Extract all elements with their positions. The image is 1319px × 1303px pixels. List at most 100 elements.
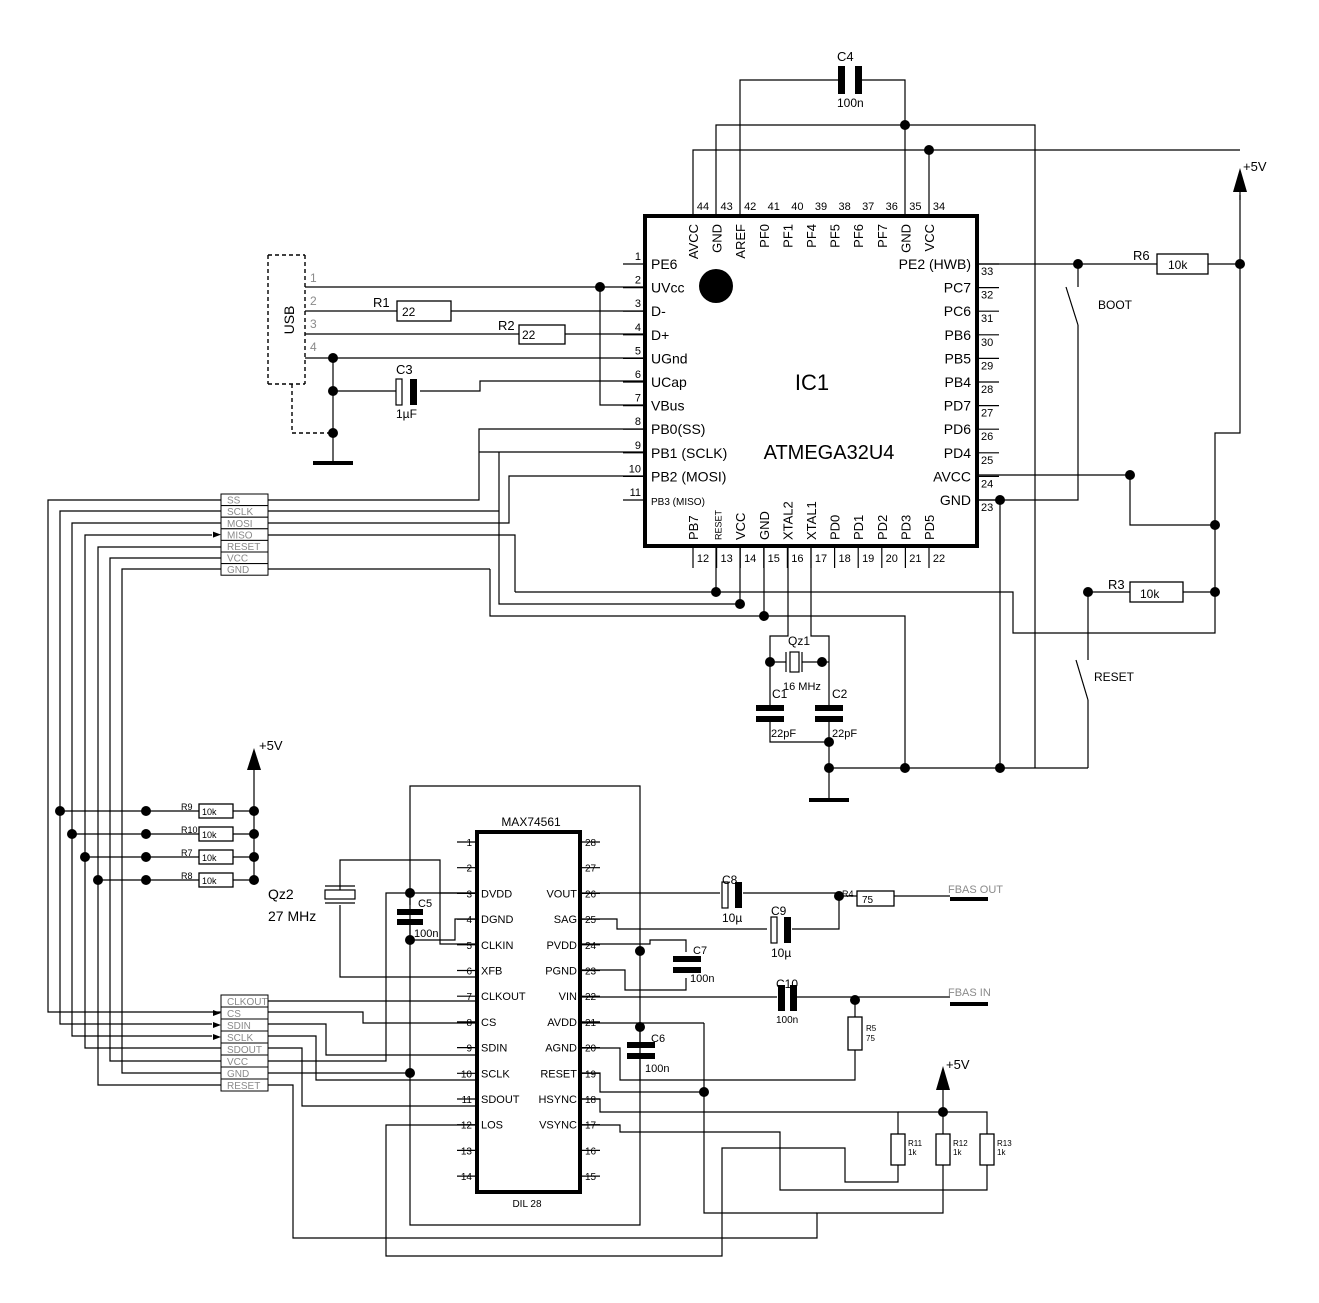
max-pin-name: DVDD [481,888,512,900]
ic1-pin-number: 14 [744,553,756,565]
max-pin-number: 4 [466,915,472,926]
ic1-pin-number: 8 [635,416,641,428]
usb-pin-3: 3 [310,317,317,331]
reset-label: RESET [1094,670,1135,684]
max-pin-number: 9 [466,1044,472,1055]
ic1-pin-number: 35 [909,201,921,213]
usb-label: USB [281,306,297,335]
r11-value: 1k [908,1148,917,1157]
ic1-pin-name: UCap [651,374,687,390]
r7-resistor [198,849,234,865]
ic1-pin-number: 11 [630,487,641,499]
max-pin-number: 20 [585,1044,597,1055]
c3-value: 1µF [396,407,417,421]
max-pin-name: DGND [481,914,513,926]
max-pin-number: 26 [585,889,597,900]
c6-ref: C6 [651,1033,665,1045]
max-pin-name: SAG [554,914,577,926]
connector-label: SCLK [227,507,253,518]
fbas-out-label: FBAS OUT [948,884,1003,896]
r4-value: 75 [862,895,874,906]
ic1-pin1-marker [699,269,733,303]
ic1-pin-name: GND [757,511,772,540]
c9-value: 10µ [771,946,791,960]
c5-ref: C5 [418,898,432,910]
c1-ref: C1 [772,687,788,701]
r6-ref: R6 [1133,248,1150,263]
c9-ref: C9 [771,904,787,918]
max-pin-number: 23 [585,967,597,978]
max-pin-number: 2 [466,864,472,875]
ic1-pin-name: XTAL2 [780,501,795,540]
ic1-pin-name: PF4 [804,224,819,248]
connector-arrow [213,1010,221,1016]
max-pin-name: SDIN [481,1043,507,1055]
qz2-crystal: Qz2 27 MHz [268,885,356,924]
r2-resistor: R2 22 [498,318,566,345]
ic1-pin-number: 7 [635,393,641,405]
usb-nets [305,282,645,465]
max-pin-name: CLKOUT [481,991,526,1003]
reset-switch: RESET [1075,659,1135,701]
c3-capacitor: C3 1µF [395,362,417,421]
ic1-pin-number: 4 [635,322,641,334]
connector-label: CS [227,1009,241,1020]
ic1-pin-name: PB3 (MISO) [651,497,705,508]
max-pin-name: HSYNC [538,1094,577,1106]
ic1-pin-name: PD5 [922,515,937,540]
max-pin-number: 24 [585,941,597,952]
ic1-pin-name: D- [651,303,666,319]
c4-value: 100n [837,96,864,110]
c8-capacitor: C8 10µ [721,873,742,925]
ic1-pin-number: 20 [886,553,898,565]
ic1-pin-name: PC7 [944,280,971,296]
connector-arrow [213,1022,221,1028]
connector-label: RESET [227,1081,260,1092]
max-pin-name: AGND [545,1043,577,1055]
max-pin-name: PGND [545,966,577,978]
max-pin-number: 17 [585,1121,597,1132]
connector-label: CLKOUT [227,997,268,1008]
ic1-name: IC1 [795,370,829,395]
qz1-value: 16 MHz [783,681,821,693]
connector-label: MOSI [227,519,253,530]
r7-ref: R7 [181,848,193,858]
ic1-pin-name: PE2 (HWB) [899,256,971,272]
max-pin-name: SDOUT [481,1094,520,1106]
c6-capacitor: C6 100n [627,1023,669,1080]
ic1-pin-name: UGnd [651,350,688,366]
usb-pin-4: 4 [310,340,317,354]
ic1-pin-number: 29 [981,360,993,372]
ic1-pin-name: XTAL1 [804,501,819,540]
p5v-bottom-label: +5V [946,1057,970,1072]
connector-label: SDIN [227,1021,251,1032]
ic1-pin-name: PD7 [944,398,971,414]
ic1-pin-name: PD1 [851,515,866,540]
connector-label: SDOUT [227,1045,262,1056]
r11-resistor: R11 1k [890,1133,923,1166]
ic1-pin-number: 30 [981,337,993,349]
ic1-pin-number: 23 [981,502,993,514]
ic1-pin-number: 1 [635,251,641,263]
ic1-pin-name: RESET [714,509,724,540]
ic1-pin-name: PB2 (MOSI) [651,468,726,484]
ic1-pin-number: 18 [838,553,850,565]
r9-ref: R9 [181,802,193,812]
r10-value: 10k [202,830,217,840]
p5v-arrow-bottom: +5V [936,1057,970,1090]
r1-value: 22 [402,305,416,319]
ic1-pin-name: PB0(SS) [651,421,705,437]
max-pin-number: 22 [585,992,597,1003]
ic1-pin-number: 28 [981,384,993,396]
r2-ref: R2 [498,318,515,333]
ic1-pin-name: VBus [651,398,684,414]
connector-label: GND [227,1069,249,1080]
ic1-pin-name: PF5 [828,224,843,248]
max-pin-name: VSYNC [539,1120,577,1132]
ic1-pin-number: 3 [635,298,641,310]
ic1-pin-name: PD3 [898,515,913,540]
ic1-pin-name: PF6 [851,224,866,248]
r5-value: 75 [866,1034,875,1043]
ic1-pin-number: 5 [635,345,641,357]
